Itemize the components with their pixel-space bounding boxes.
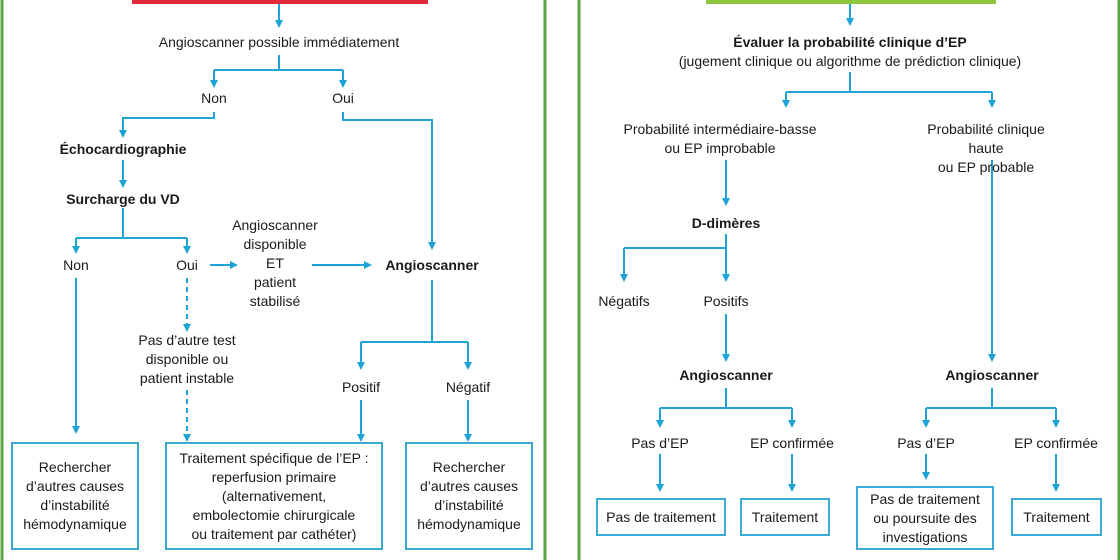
node-negatives: Négatifs bbox=[598, 293, 650, 309]
node-echocardiography: Échocardiographie bbox=[59, 141, 187, 157]
box-no-treatment-or-continue: Pas de traitement ou poursuite des inves… bbox=[856, 486, 994, 550]
line-ct-split bbox=[361, 280, 468, 343]
box-search-other-causes-2: Rechercher d’autres causes d’instabilité… bbox=[405, 442, 533, 550]
arrow-oui-to-ct bbox=[342, 112, 436, 250]
node-no: Non bbox=[201, 90, 227, 106]
node-no-pe-b: Pas d’EP bbox=[897, 435, 955, 451]
line-ct-b-split bbox=[926, 388, 1056, 409]
node-rv-overload: Surcharge du VD bbox=[66, 191, 180, 207]
box-treatment-b: Traitement bbox=[1011, 498, 1102, 536]
node-negative: Négatif bbox=[445, 379, 491, 395]
node-ct-a: Angioscanner bbox=[679, 367, 773, 383]
box-treatment-a: Traitement bbox=[740, 498, 830, 536]
node-assess-title: Évaluer la probabilité clinique d’EP bbox=[733, 34, 967, 50]
line-ddimers-split bbox=[624, 234, 727, 249]
node-positive: Positif bbox=[341, 379, 381, 395]
line-assess-split bbox=[786, 72, 992, 93]
green-header-tab bbox=[706, 0, 996, 4]
node-positives: Positifs bbox=[703, 293, 749, 309]
red-header-tab bbox=[132, 0, 428, 4]
node-no-other-test: Pas d’autre test disponible ou patient i… bbox=[138, 332, 236, 386]
line-ct-a-split bbox=[660, 388, 792, 409]
node-ct-possible: Angioscanner possible immédiatement bbox=[158, 34, 400, 50]
node-ct-left: Angioscanner bbox=[385, 257, 479, 273]
node-yes: Oui bbox=[332, 90, 354, 106]
box-specific-treatment: Traitement spécifique de l’EP : reperfus… bbox=[165, 442, 383, 550]
node-yes2: Oui bbox=[176, 257, 198, 273]
node-prob-low: Probabilité intermédiaire-basse ou EP im… bbox=[623, 121, 817, 156]
node-assess-subtitle: (jugement clinique ou algorithme de préd… bbox=[678, 53, 1022, 69]
right-panel-frame bbox=[577, 0, 1120, 560]
node-ct-available-stable: Angioscanner disponible ET patient stabi… bbox=[232, 217, 318, 309]
left-panel-frame bbox=[0, 0, 547, 560]
node-prob-high: Probabilité clinique haute ou EP probabl… bbox=[927, 121, 1045, 175]
node-pe-confirmed-b: EP confirmée bbox=[1014, 435, 1098, 451]
line-ct-possible-split bbox=[214, 55, 343, 71]
box-search-other-causes-1: Rechercher d’autres causes d’instabilité… bbox=[11, 442, 139, 550]
node-pe-confirmed-a: EP confirmée bbox=[750, 435, 834, 451]
box-no-treatment: Pas de traitement bbox=[596, 498, 726, 536]
node-no-pe-a: Pas d’EP bbox=[631, 435, 689, 451]
node-no2: Non bbox=[63, 257, 89, 273]
line-rv-split bbox=[76, 208, 187, 239]
node-ct-b: Angioscanner bbox=[945, 367, 1039, 383]
node-ddimers: D-dimères bbox=[691, 215, 761, 231]
arrow-non-to-echo bbox=[119, 112, 215, 138]
